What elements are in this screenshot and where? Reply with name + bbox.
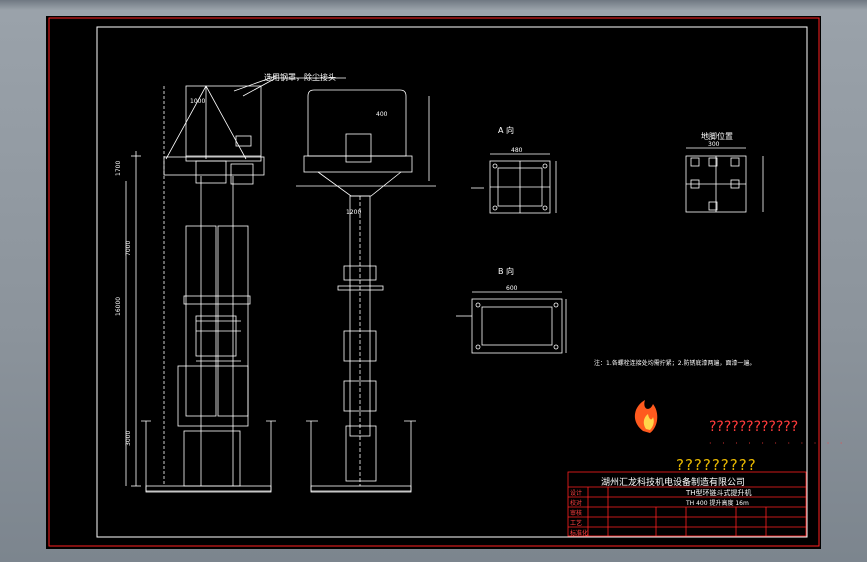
tb-row-process: 工艺	[570, 520, 583, 527]
title-block	[567, 471, 807, 537]
watermark-line1: ????????????	[709, 419, 799, 435]
dim-b-width: 600	[506, 285, 518, 292]
tb-row-standard: 标准化	[570, 530, 589, 537]
watermark-dots: · · · · · · · · · · ·	[709, 439, 847, 448]
dim-total-height: 16000	[115, 297, 122, 316]
tb-row-review: 审核	[570, 510, 583, 517]
watermark-line2: ?????????	[676, 456, 757, 474]
dim-side-width: 1200	[346, 209, 361, 216]
tb-row-check: 校对	[570, 500, 583, 507]
front-view-elevator	[125, 75, 346, 493]
dim-head: 400	[376, 111, 388, 118]
tb-row-design: 设计	[570, 490, 583, 497]
side-view-elevator	[296, 89, 436, 493]
dim-mid-height: 7000	[125, 241, 132, 256]
dim-a-width: 480	[511, 147, 523, 154]
cad-drawing: 选用钢罩，除尘接头 A 向	[48, 17, 820, 547]
callout-label: 选用钢罩，除尘接头	[264, 72, 336, 82]
dim-pit-depth: 3000	[125, 431, 132, 446]
view-b-title: B 向	[498, 266, 514, 276]
drawing-name: TH型环链斗式提升机	[686, 489, 752, 497]
dimension-labels: 16000 1700 7000 3000 1200 480 600 300 10…	[115, 98, 720, 446]
drawing-subtitle: TH 400 提升高度 16m	[686, 500, 749, 507]
company-name: 湖州汇龙科技机电设备制造有限公司	[601, 478, 746, 488]
view-b-section	[456, 291, 567, 354]
view-c-title: 地脚位置	[701, 131, 733, 141]
flame-icon	[634, 400, 658, 433]
drawing-canvas[interactable]: 选用钢罩，除尘接头 A 向	[46, 16, 842, 549]
dim-c-width: 300	[708, 141, 720, 148]
foundation-plan	[685, 147, 764, 213]
dim-top: 1000	[190, 98, 205, 105]
view-a-title: A 向	[498, 125, 514, 135]
drawing-note: 注：1.各螺栓连接处均需拧紧；2.防锈底漆两遍，面漆一遍。	[594, 359, 755, 367]
dim-head-height: 1700	[115, 161, 122, 176]
sheet-outer-frame	[48, 17, 820, 547]
view-a-section	[471, 153, 557, 214]
sheet-inner-frame	[96, 26, 808, 538]
